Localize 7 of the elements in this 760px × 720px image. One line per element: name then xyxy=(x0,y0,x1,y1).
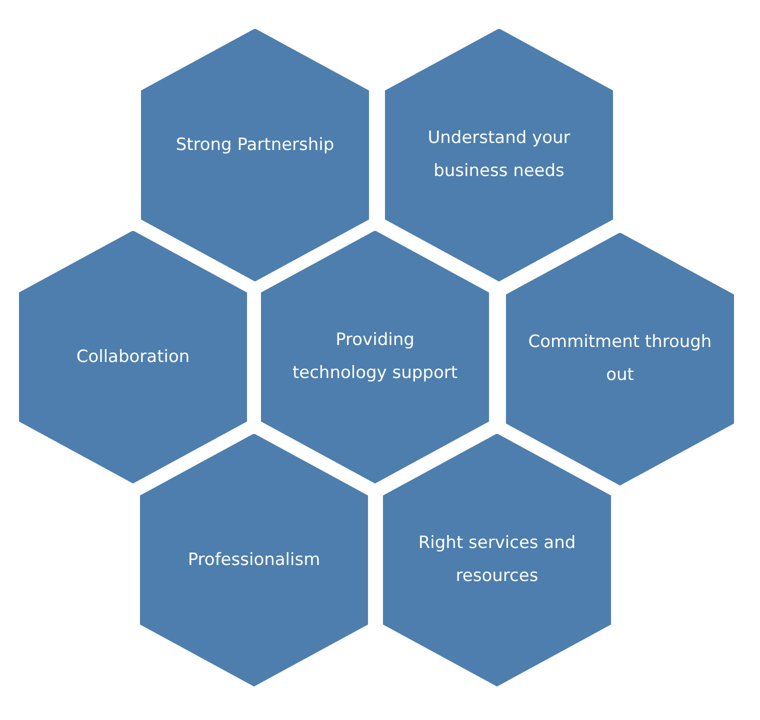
hexagon-label: Providing technology support xyxy=(291,329,459,385)
hexagon-label: Professionalism xyxy=(186,548,322,572)
hexagon-label: Commitment through out xyxy=(527,331,713,387)
hexagon-label: Strong Partnership xyxy=(174,134,336,156)
hexagon-label: Collaboration xyxy=(75,346,191,368)
hexagon-label: Understand your business needs xyxy=(426,127,572,183)
hexagon-label: Right services and resources xyxy=(417,532,577,588)
